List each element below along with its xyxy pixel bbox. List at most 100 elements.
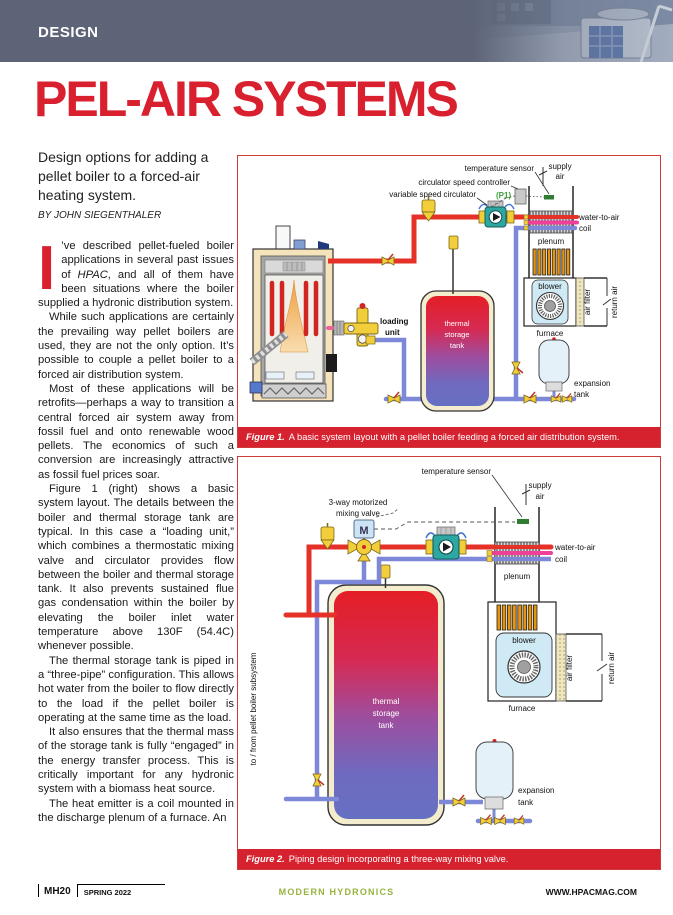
air-vent bbox=[380, 564, 391, 579]
figure-2-caption-text: Piping design incorporating a three-way … bbox=[288, 854, 509, 864]
supply-air-label-1: supply bbox=[548, 162, 571, 171]
expansion-tank bbox=[538, 337, 570, 392]
tank-label-1: thermal bbox=[373, 697, 400, 706]
circulator-label: variable speed circulator bbox=[389, 190, 476, 199]
subsystem-label: to / from pellet boiler subsystem bbox=[249, 652, 258, 765]
return-air-label: return air bbox=[607, 652, 616, 684]
lead-text-1: ’ve described pellet-fueled boiler appli… bbox=[61, 240, 234, 281]
loading-unit-label-2: unit bbox=[385, 328, 400, 337]
temperature-sensor bbox=[517, 519, 529, 524]
furnace-label: furnace bbox=[509, 704, 536, 713]
three-way-mixing-valve: M bbox=[347, 519, 381, 562]
figure-2-diagram: blower thermal storage tank bbox=[249, 467, 616, 826]
water-to-air-coil bbox=[523, 210, 579, 234]
temp-sensor-label: temperature sensor bbox=[422, 467, 492, 476]
temperature-sensor bbox=[544, 195, 554, 200]
ball-valve bbox=[312, 773, 325, 787]
thermal-storage-tank: thermal storage tank bbox=[327, 564, 445, 826]
tank-label-3: tank bbox=[450, 341, 464, 350]
article-byline: BY JOHN SIEGENTHALER bbox=[38, 210, 162, 221]
air-separator bbox=[320, 523, 335, 550]
mixing-valve-label-2: mixing valve bbox=[336, 509, 381, 518]
figure-1-caption-text: A basic system layout with a pellet boil… bbox=[288, 432, 620, 442]
lead-text-2: , and all of them have been situations w… bbox=[38, 268, 234, 310]
ball-valve bbox=[523, 391, 537, 404]
paragraph: While such applications are certainly th… bbox=[38, 311, 234, 381]
article-body: I’ve described pellet-fueled boiler appl… bbox=[38, 234, 234, 825]
paragraph: The thermal storage tank is piped in a “… bbox=[38, 654, 234, 724]
blower: blower bbox=[495, 632, 553, 698]
blower: blower bbox=[531, 279, 569, 325]
hot-pipes bbox=[283, 544, 554, 618]
boiler-heat-tubes bbox=[269, 280, 319, 337]
article-title: PEL-AIR SYSTEMS bbox=[34, 71, 459, 127]
loading-unit bbox=[333, 303, 379, 347]
footer-issue: SPRING 2022 bbox=[76, 884, 166, 897]
boiler-chimney bbox=[275, 225, 291, 252]
blower-label: blower bbox=[512, 636, 536, 645]
paragraph: Figure 1 (right) shows a basic system la… bbox=[38, 483, 234, 653]
water-to-air-coil bbox=[486, 541, 551, 565]
air-filter bbox=[575, 277, 585, 327]
air-filter-label: air filter bbox=[583, 289, 592, 316]
tank-label-3: tank bbox=[378, 721, 394, 730]
coil-label-2: coil bbox=[555, 555, 567, 564]
tank-label-2: storage bbox=[373, 709, 400, 718]
expansion-label-1: expansion bbox=[518, 786, 554, 795]
plenum-label: plenum bbox=[538, 237, 565, 246]
heat-exchanger-tubes bbox=[496, 604, 538, 631]
footer-magazine-name: MODERN HYDRONICS bbox=[278, 887, 395, 897]
coil-label-2: coil bbox=[579, 224, 591, 233]
dropcap: I bbox=[38, 234, 56, 303]
air-vent bbox=[448, 235, 459, 250]
ball-valve bbox=[452, 794, 466, 807]
coil-label-1: water-to-air bbox=[578, 213, 620, 222]
figure-1-diagram: blower bbox=[249, 162, 620, 412]
thermal-storage-tank: thermal storage tank bbox=[420, 235, 495, 412]
air-separator bbox=[421, 196, 436, 222]
duct-and-furnace: blower bbox=[523, 167, 612, 327]
ball-valve bbox=[387, 391, 401, 404]
ball-valve bbox=[511, 361, 524, 375]
auger-motor bbox=[249, 381, 263, 394]
loading-unit-label-1: loading bbox=[380, 317, 409, 326]
lead-text-italic: HPAC bbox=[77, 268, 108, 281]
ash-auger bbox=[263, 387, 325, 395]
page-footer: MH20 SPRING 2022 MODERN HYDRONICS WWW.HP… bbox=[0, 884, 673, 904]
figure-1: blower bbox=[237, 155, 661, 448]
circulator-pump bbox=[425, 526, 467, 560]
figure-1-caption-label: Figure 1. bbox=[246, 432, 285, 442]
p1-label: (P1) bbox=[496, 191, 511, 200]
blower-label: blower bbox=[538, 282, 562, 291]
figure-2-caption-label: Figure 2. bbox=[246, 854, 285, 864]
article-subtitle: Design options for adding a pellet boile… bbox=[38, 149, 209, 203]
temp-sensor-label: temperature sensor bbox=[465, 164, 535, 173]
paragraph-lead: I’ve described pellet-fueled boiler appl… bbox=[38, 234, 234, 310]
controller-label: circulator speed controller bbox=[418, 178, 510, 187]
coil-label-1: water-to-air bbox=[554, 543, 596, 552]
air-filter-label: air filter bbox=[565, 655, 574, 682]
plenum-label: plenum bbox=[504, 572, 531, 581]
expans ion-label-1: expansion bbox=[574, 379, 610, 388]
article-column: Design options for adding a pellet boile… bbox=[38, 148, 234, 825]
expansion-tank bbox=[475, 739, 514, 810]
motor-m-label: M bbox=[359, 525, 368, 537]
figure-1-caption: Figure 1. A basic system layout with a p… bbox=[238, 427, 660, 447]
furnace-label: furnace bbox=[537, 329, 564, 338]
heat-exchanger-tubes bbox=[532, 248, 571, 276]
supply-air-label-2: air bbox=[556, 172, 565, 181]
speed-controller bbox=[514, 188, 527, 205]
figure-2: blower thermal storage tank bbox=[237, 456, 661, 870]
footer-website: WWW.HPACMAG.COM bbox=[545, 887, 637, 897]
flame bbox=[279, 279, 309, 353]
flue-box bbox=[326, 354, 337, 372]
supply-air-label-1: supply bbox=[528, 481, 551, 490]
footer-folio: MH20 SPRING 2022 bbox=[38, 884, 166, 897]
expansion-label-2: tank bbox=[518, 798, 534, 807]
variable-speed-circulator-pump bbox=[478, 200, 515, 228]
air-filter bbox=[555, 633, 567, 702]
paragraph: It also ensures that the thermal mass of… bbox=[38, 726, 234, 796]
footer-page-code: MH20 bbox=[44, 886, 71, 897]
tank-label-1: thermal bbox=[444, 319, 469, 328]
